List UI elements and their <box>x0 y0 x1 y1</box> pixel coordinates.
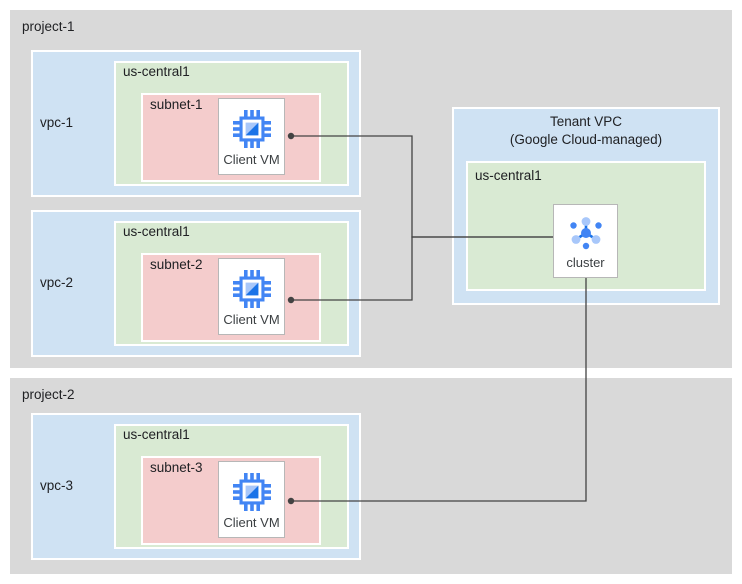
vpc-3-client-vm-caption: Client VM <box>223 514 280 530</box>
project-2-label: project-2 <box>22 387 75 402</box>
cpu-chip-icon <box>230 267 274 311</box>
tenant-region-label: us-central1 <box>475 168 542 183</box>
vpc-2-region-label: us-central1 <box>123 224 190 239</box>
cpu-chip-icon <box>230 107 274 151</box>
subnet-3-label: subnet-3 <box>150 460 203 475</box>
cluster-topology-icon <box>565 212 607 254</box>
vpc-2-label: vpc-2 <box>40 275 74 290</box>
vpc-1-client-vm-node[interactable]: Client VM <box>218 98 285 175</box>
vpc-3-region-label: us-central1 <box>123 427 190 442</box>
project-1-label: project-1 <box>22 19 75 34</box>
tenant-cluster-caption: cluster <box>566 255 605 270</box>
subnet-2-label: subnet-2 <box>150 257 203 272</box>
vpc-2-client-vm-caption: Client VM <box>223 311 280 327</box>
tenant-cluster-node[interactable]: cluster <box>553 204 618 278</box>
vpc-3-label: vpc-3 <box>40 478 74 493</box>
vpc-2-client-vm-node[interactable]: Client VM <box>218 258 285 335</box>
vpc-1-region-label: us-central1 <box>123 64 190 79</box>
vpc-3-client-vm-node[interactable]: Client VM <box>218 461 285 538</box>
cpu-chip-icon <box>230 470 274 514</box>
tenant-vpc-title-line-2: (Google Cloud-managed) <box>509 132 663 147</box>
subnet-1-label: subnet-1 <box>150 97 203 112</box>
tenant-vpc-title-line-1: Tenant VPC <box>549 114 623 129</box>
vpc-1-client-vm-caption: Client VM <box>223 151 280 167</box>
vpc-1-label: vpc-1 <box>40 115 74 130</box>
